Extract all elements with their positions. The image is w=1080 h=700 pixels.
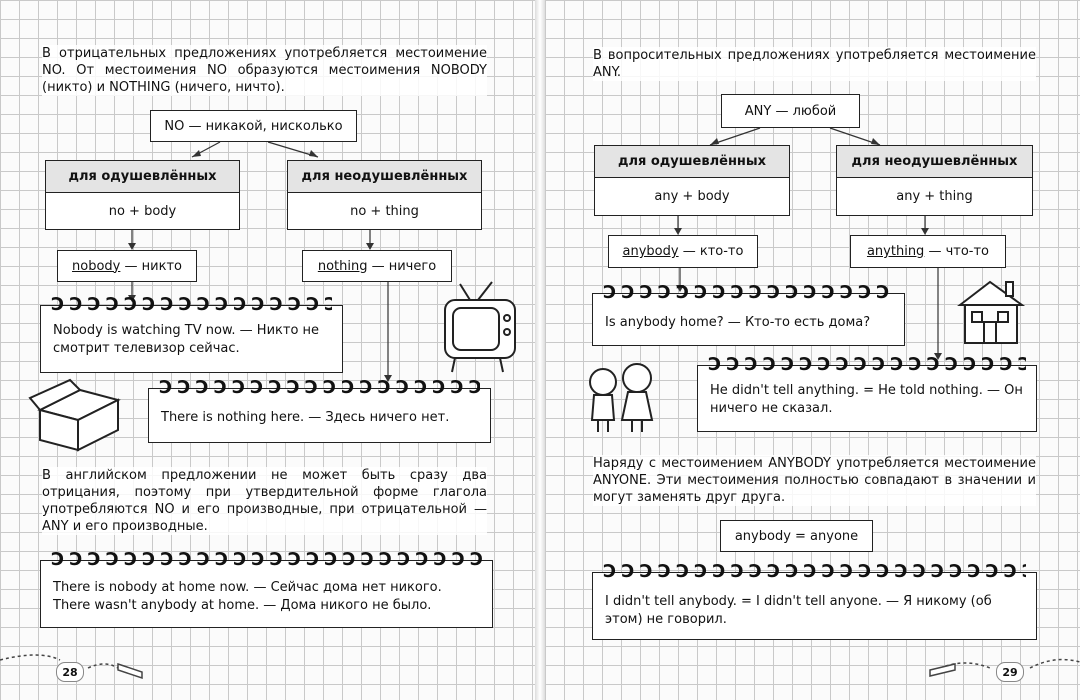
left-intro-text: В отрицательных предложениях употребляет…	[42, 45, 487, 96]
note-negation-examples: ƆƆƆƆƆƆƆƆƆƆƆƆƆƆƆƆƆƆƆƆƆƆƆƆƆƆƆƆ There is no…	[40, 551, 493, 628]
spiral-rings: ƆƆƆƆƆƆƆƆƆƆƆƆƆƆƆƆƆƆƆƆƆƆƆƆƆƆƆƆ	[51, 551, 482, 569]
right-intro-text: В вопросительных предложениях употребляе…	[593, 47, 1036, 81]
inanimate-header: для неодушевлённых	[287, 160, 482, 193]
nobody-translation: — никто	[120, 258, 182, 274]
spiral-rings: ƆƆƆƆƆƆƆƆƆƆƆƆƆƆƆƆƆƆƆƆƆƆƆƆƆƆƆƆ	[708, 356, 1026, 374]
no-thing-formula: no + thing	[287, 193, 482, 230]
pencil-icon	[0, 654, 1080, 680]
note-text: He didn't tell anything. = He told nothi…	[710, 383, 1023, 416]
nobody-word: nobody	[72, 258, 121, 274]
equivalence-box: anybody = anyone	[720, 520, 873, 552]
no-definition-box: NO — никакой, нисколько	[150, 110, 357, 142]
any-body-formula: any + body	[594, 178, 790, 216]
spiral-rings: ƆƆƆƆƆƆƆƆƆƆƆƆƆƆƆƆƆƆƆƆƆƆƆƆƆƆƆƆ	[51, 296, 332, 314]
note-line-1: There is nobody at home now. — Сейчас до…	[53, 580, 442, 595]
nobody-result: nobody — никто	[57, 250, 197, 282]
spiral-rings: ƆƆƆƆƆƆƆƆƆƆƆƆƆƆƆƆƆƆƆƆƆƆƆƆƆƆƆƆ	[603, 284, 894, 302]
note-anything-example: ƆƆƆƆƆƆƆƆƆƆƆƆƆƆƆƆƆƆƆƆƆƆƆƆƆƆƆƆ He didn't t…	[697, 356, 1037, 432]
tv-icon	[444, 281, 516, 373]
note-nobody-example: ƆƆƆƆƆƆƆƆƆƆƆƆƆƆƆƆƆƆƆƆƆƆƆƆƆƆƆƆ Nobody is w…	[40, 296, 343, 373]
anything-translation: — что-то	[924, 244, 990, 259]
left-rule-text: В английском предложении не может быть с…	[42, 467, 487, 535]
anything-result: anything — что-то	[850, 235, 1006, 268]
nothing-word: nothing	[317, 258, 368, 274]
nothing-translation: — ничего	[367, 258, 437, 274]
page-number-left: 28	[56, 662, 84, 682]
no-body-formula: no + body	[45, 193, 240, 230]
anybody-result: anybody — кто-то	[608, 235, 758, 268]
note-anyone-example: ƆƆƆƆƆƆƆƆƆƆƆƆƆƆƆƆƆƆƆƆƆƆƆƆƆƆƆƆ I didn't te…	[592, 563, 1037, 640]
right-rule-text: Наряду с местоимением ANYBODY употребляе…	[593, 455, 1036, 506]
note-anybody-question: ƆƆƆƆƆƆƆƆƆƆƆƆƆƆƆƆƆƆƆƆƆƆƆƆƆƆƆƆ Is anybody …	[592, 284, 905, 346]
note-text: I didn't tell anybody. = I didn't tell a…	[605, 594, 992, 627]
note-text: Is anybody home? — Кто-то есть дома?	[605, 315, 871, 330]
any-thing-formula: any + thing	[836, 178, 1033, 216]
nothing-result: nothing — ничего	[302, 250, 452, 282]
note-text: Nobody is watching TV now. — Никто не см…	[53, 323, 320, 356]
spiral-rings: ƆƆƆƆƆƆƆƆƆƆƆƆƆƆƆƆƆƆƆƆƆƆƆƆƆƆƆƆ	[603, 563, 1026, 581]
box-icon	[28, 378, 121, 452]
any-definition-box: ANY — любой	[721, 94, 860, 128]
house-icon	[957, 280, 1026, 344]
anything-word: anything	[866, 244, 925, 259]
note-nothing-example: ƆƆƆƆƆƆƆƆƆƆƆƆƆƆƆƆƆƆƆƆƆƆƆƆƆƆƆƆ There is no…	[148, 379, 491, 443]
children-icon	[589, 363, 654, 432]
book-gutter	[535, 0, 545, 700]
anybody-word: anybody	[622, 244, 679, 259]
animate-header: для одушевлённых	[45, 160, 240, 193]
anybody-translation: — кто-то	[678, 244, 744, 259]
page-number-right: 29	[996, 662, 1024, 682]
inanimate-header: для неодушевлённых	[836, 145, 1033, 178]
note-text: There is nothing here. — Здесь ничего не…	[161, 410, 450, 425]
spiral-rings: ƆƆƆƆƆƆƆƆƆƆƆƆƆƆƆƆƆƆƆƆƆƆƆƆƆƆƆƆ	[159, 379, 480, 397]
note-line-2: There wasn't anybody at home. — Дома ник…	[53, 598, 432, 613]
animate-header: для одушевлённых	[594, 145, 790, 178]
